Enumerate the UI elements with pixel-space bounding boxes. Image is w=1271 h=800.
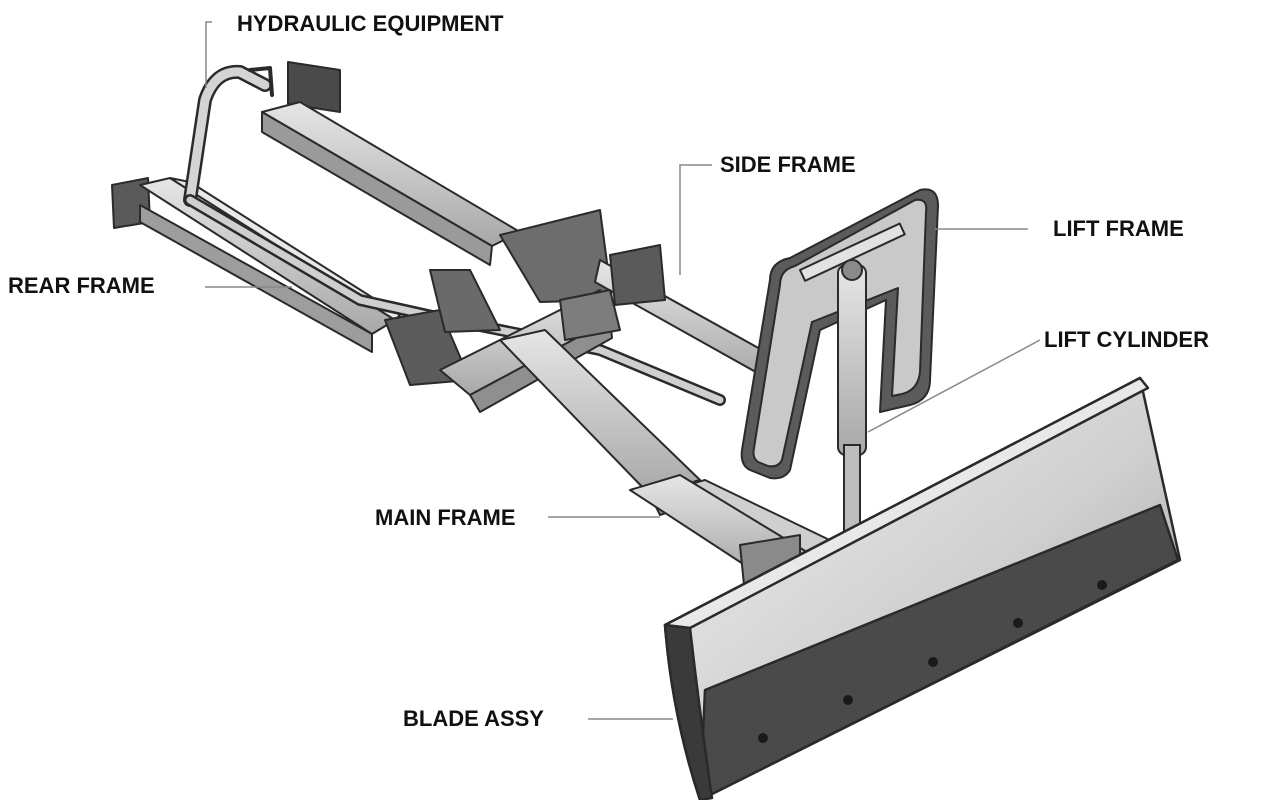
leader-lift-cylinder xyxy=(867,339,1041,433)
lift-frame xyxy=(740,188,939,480)
side-frame xyxy=(261,61,781,381)
blade-assy xyxy=(663,376,1182,800)
leader-hydraulic xyxy=(205,21,212,88)
lift-cylinder xyxy=(837,259,867,541)
leader-lines xyxy=(205,21,1041,720)
label-lift-frame: LIFT FRAME xyxy=(1053,216,1184,241)
leader-side-frame xyxy=(679,164,712,275)
label-main-frame: MAIN FRAME xyxy=(375,505,516,530)
label-lift-cylinder: LIFT CYLINDER xyxy=(1044,327,1209,352)
main-frame xyxy=(384,269,841,596)
label-blade-assy: BLADE ASSY xyxy=(403,706,544,731)
rear-frame xyxy=(111,177,401,353)
label-side-frame: SIDE FRAME xyxy=(720,152,856,177)
label-hydraulic-equipment: HYDRAULIC EQUIPMENT xyxy=(237,11,504,36)
label-rear-frame: REAR FRAME xyxy=(8,273,155,298)
